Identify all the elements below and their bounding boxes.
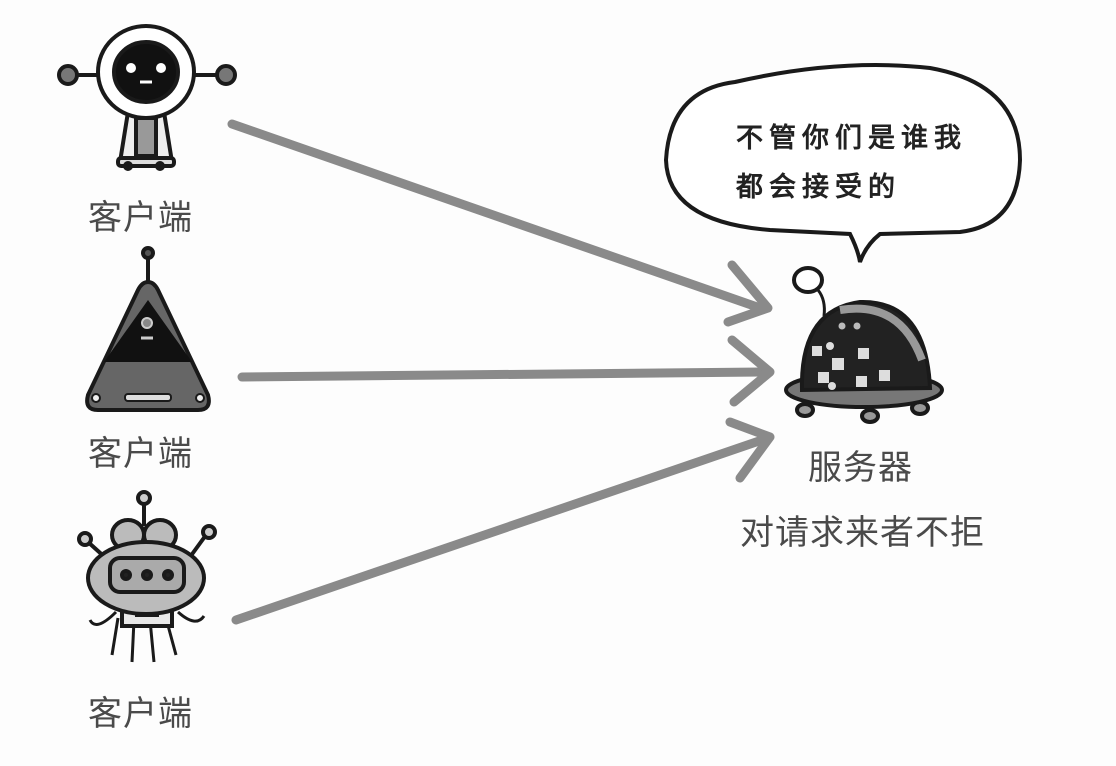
client-2-label: 客户端	[88, 434, 193, 474]
server-caption: 对请求来者不拒	[740, 513, 985, 553]
speech-bubble	[663, 63, 1023, 263]
server-robot-icon	[784, 266, 944, 424]
client-3-label: 客户端	[88, 694, 193, 734]
arrow-client3-to-server	[231, 417, 775, 625]
client-1-label: 客户端	[88, 198, 193, 238]
server-label: 服务器	[808, 448, 913, 488]
arrow-client1-to-server	[227, 119, 773, 327]
speech-bubble-line2: 都会接受的	[736, 172, 901, 203]
speech-bubble-line1: 不管你们是谁我	[736, 123, 967, 154]
client-2-robot-icon	[85, 246, 211, 412]
client-1-robot-icon	[57, 24, 237, 171]
client-3-robot-icon	[77, 490, 217, 663]
arrow-client2-to-server	[237, 335, 775, 407]
